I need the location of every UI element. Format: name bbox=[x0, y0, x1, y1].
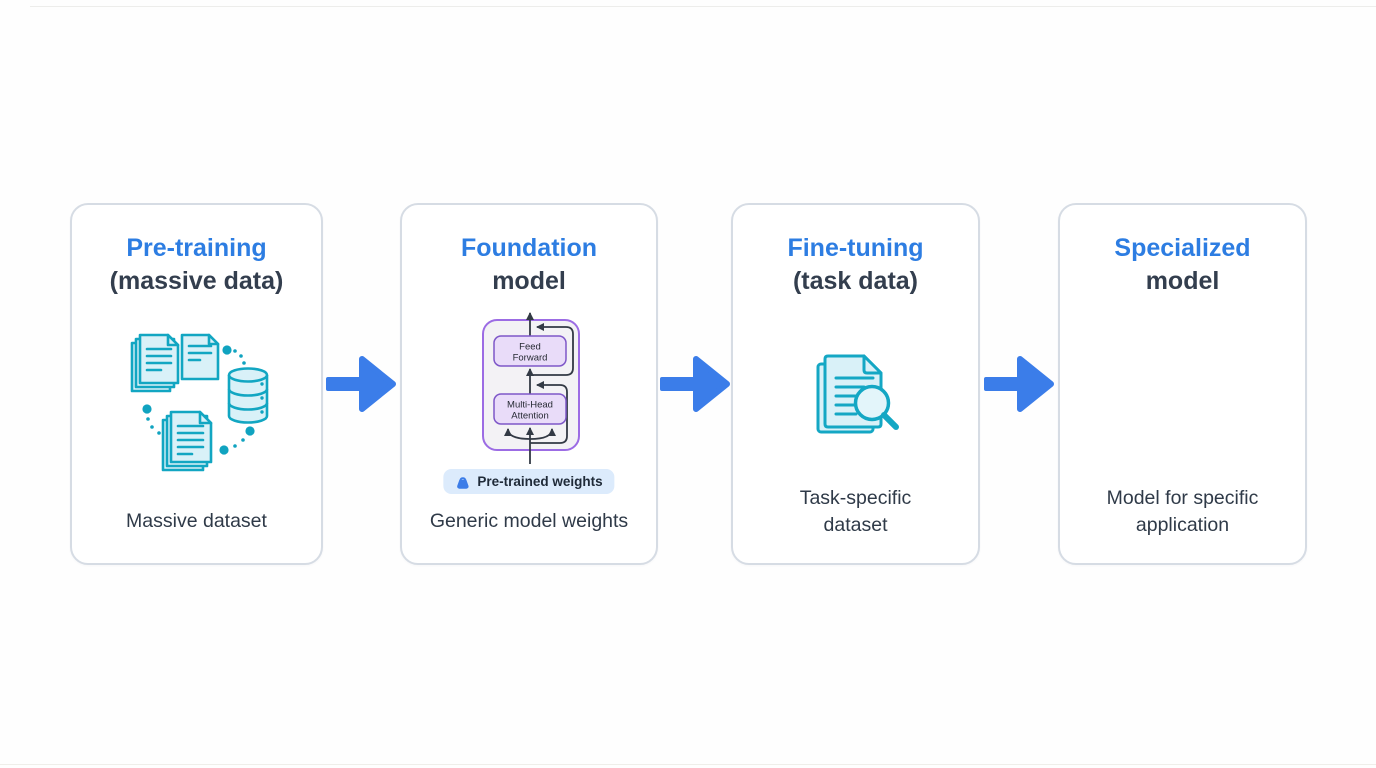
page-bottom-hairline bbox=[0, 764, 1376, 765]
card-pretraining-title-accent: Pre-training bbox=[126, 234, 267, 262]
transformer-block-diagram: Feed Forward Multi-Head Attention bbox=[481, 307, 581, 464]
card-finetuning-caption: Task-specific dataset bbox=[799, 487, 912, 536]
document-magnifier-icon bbox=[802, 342, 912, 447]
page-top-hairline bbox=[30, 6, 1376, 7]
card-foundation-caption: Generic model weights bbox=[429, 510, 629, 532]
card-specialized-title: Specialized model bbox=[1060, 205, 1305, 298]
feed-forward-label-line1: Feed bbox=[519, 342, 541, 353]
attention-label-line1: Multi-Head bbox=[507, 400, 553, 411]
card-pretraining-caption: Massive dataset bbox=[126, 510, 267, 532]
card-specialized: Specialized model Model for specific app… bbox=[1058, 203, 1307, 565]
card-specialized-caption: Model for specific application bbox=[1106, 487, 1259, 536]
feed-forward-label-line2: Forward bbox=[513, 353, 548, 364]
card-finetuning-title-sub: (task data) bbox=[792, 267, 919, 295]
card-pretraining-title: Pre-training (massive data) bbox=[72, 205, 321, 298]
pretrained-weights-badge: Pre-trained weights bbox=[443, 469, 615, 494]
card-finetuning: Fine-tuning (task data) Task-specific da… bbox=[731, 203, 980, 565]
card-foundation-title: Foundation model bbox=[402, 205, 656, 298]
card-pretraining: Pre-training (massive data) bbox=[70, 203, 323, 565]
card-specialized-title-sub: model bbox=[1145, 267, 1220, 295]
card-pretraining-title-sub: (massive data) bbox=[109, 267, 284, 295]
attention-label-line2: Attention bbox=[511, 411, 549, 422]
card-specialized-title-accent: Specialized bbox=[1114, 234, 1251, 262]
flow-arrow-icon bbox=[660, 356, 730, 412]
flow-arrow-icon bbox=[326, 356, 396, 412]
card-finetuning-title-accent: Fine-tuning bbox=[787, 234, 924, 262]
card-foundation-title-sub: model bbox=[492, 267, 566, 295]
flow-arrow-icon bbox=[984, 356, 1054, 412]
card-foundation-title-accent: Foundation bbox=[460, 234, 598, 262]
card-finetuning-title: Fine-tuning (task data) bbox=[733, 205, 978, 298]
dataset-documents-database-icon bbox=[123, 324, 273, 474]
card-foundation: Foundation model Feed Forward bbox=[400, 203, 658, 565]
pretrained-weights-badge-label: Pre-trained weights bbox=[477, 474, 603, 489]
weight-icon bbox=[455, 474, 470, 489]
